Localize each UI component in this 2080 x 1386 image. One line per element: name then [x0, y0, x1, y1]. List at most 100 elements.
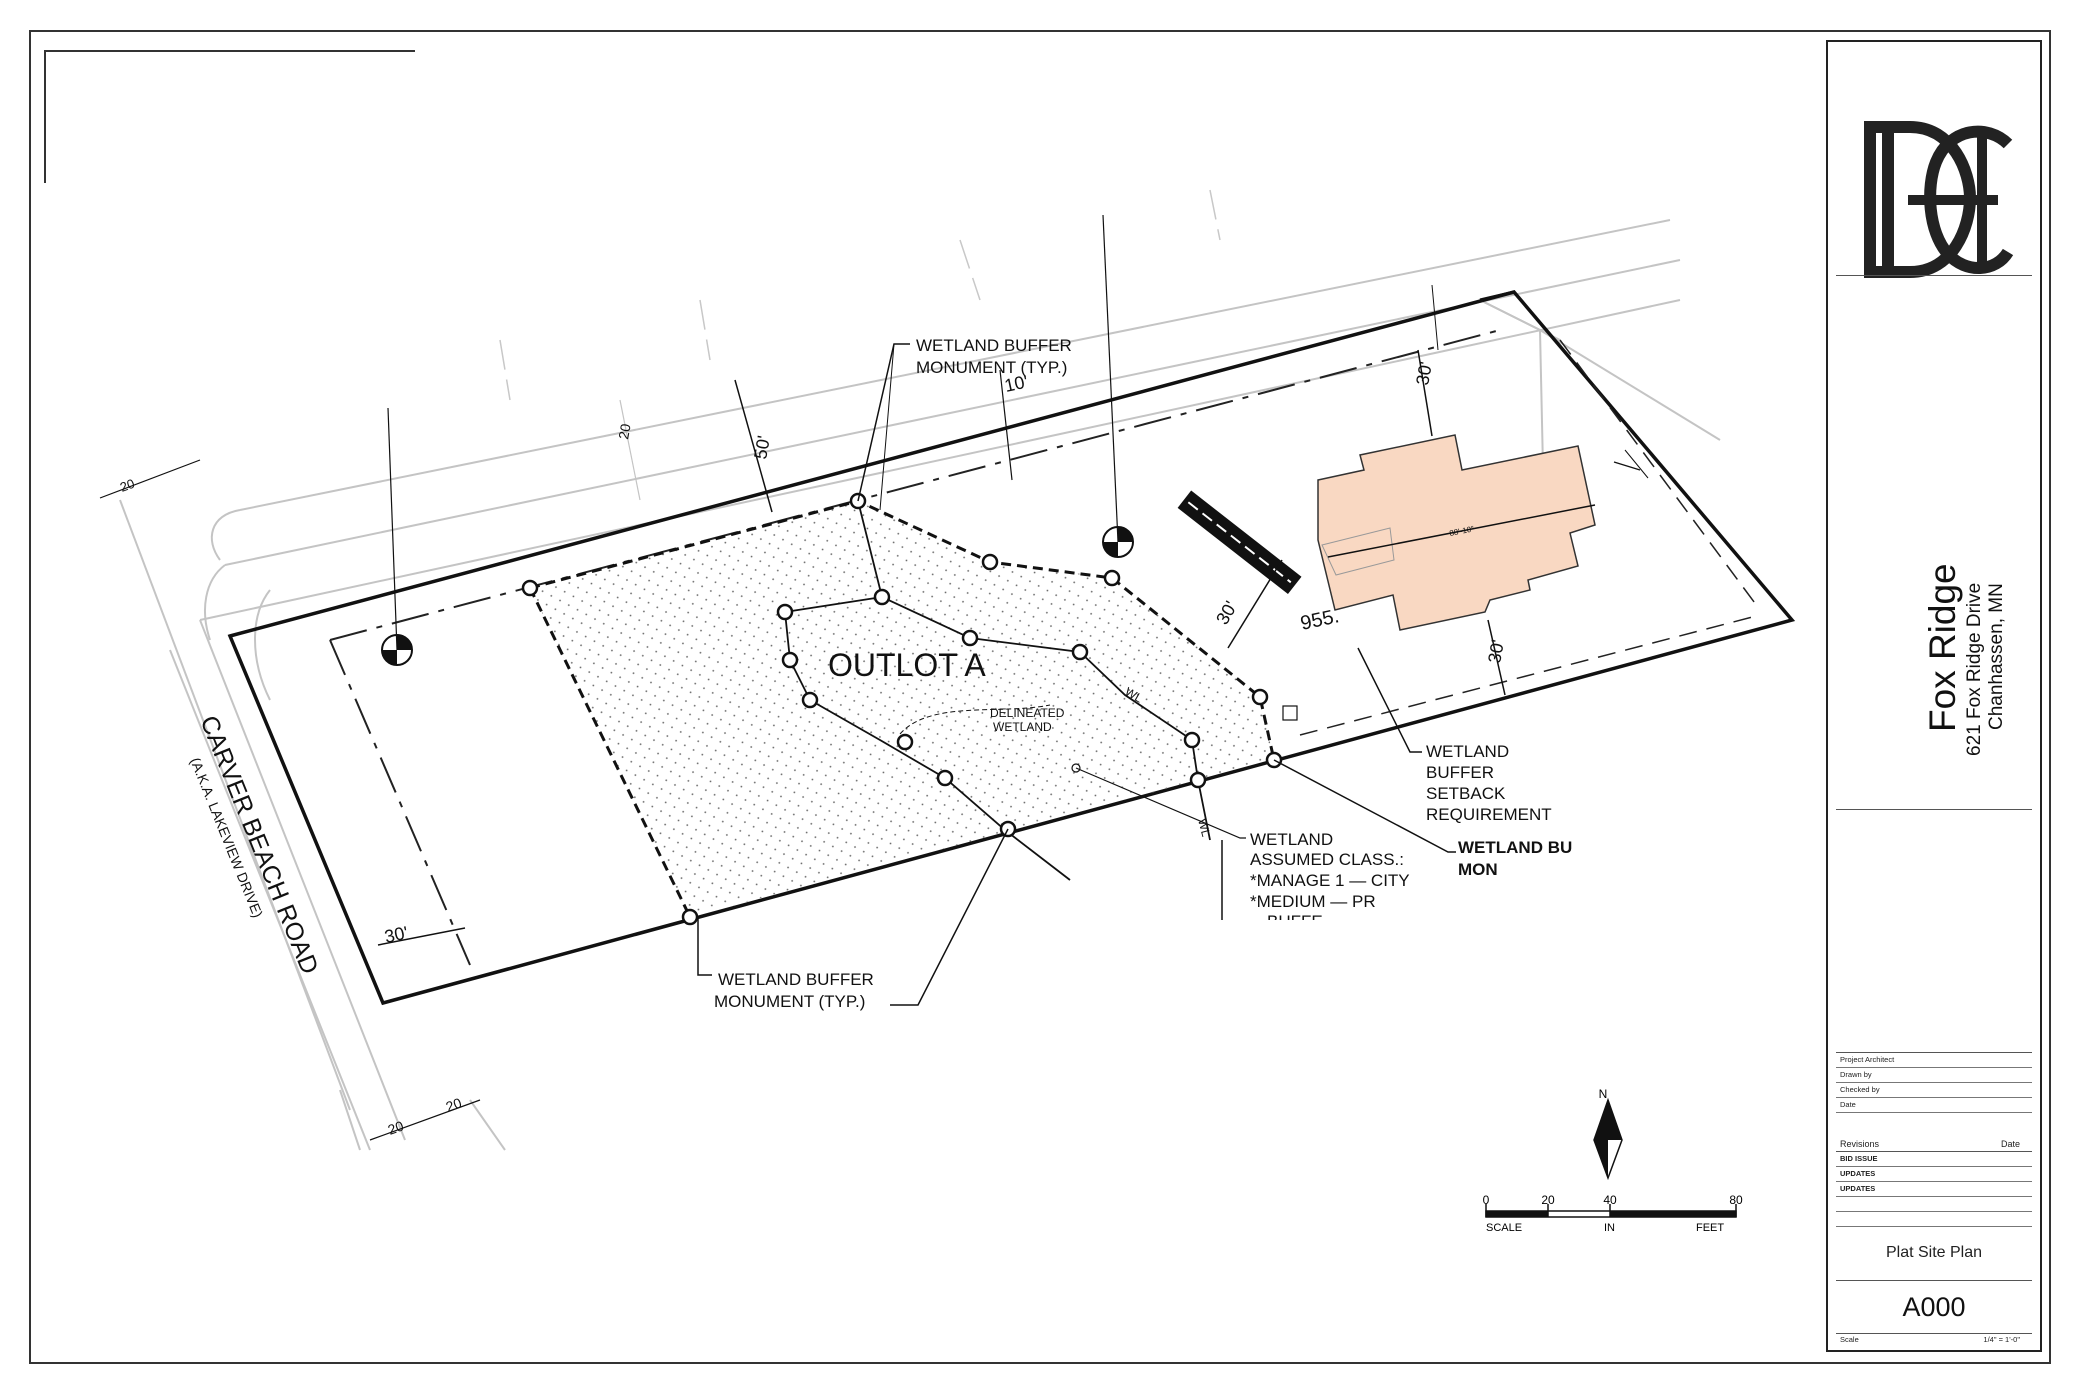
- scale-label-in: IN: [1604, 1222, 1615, 1234]
- wetland-line-tag-2: WL: [1195, 817, 1213, 838]
- info-row-architect: Project Architect: [1836, 1052, 2032, 1068]
- monument-callout-bottom-2: MONUMENT (TYP.): [714, 992, 865, 1011]
- front-setback-label-50: 50': [750, 434, 774, 461]
- house-setback-label-bottom: 30': [1484, 638, 1508, 665]
- wetland-point: [801, 691, 819, 709]
- wetland-point: [936, 769, 954, 787]
- wetland-point: [1189, 771, 1207, 789]
- scale-tick-0: 0: [1483, 1193, 1490, 1207]
- driveway-marker: [1177, 490, 1302, 595]
- scale-row-value: 1/4" = 1'-0": [1983, 1335, 2020, 1344]
- house-outline-inner: [1321, 527, 1395, 576]
- revisions-date-label: Date: [2000, 1139, 2020, 1149]
- revisions-header: Revisions Date: [1836, 1137, 2032, 1152]
- monument-callout-leader-bottom: [697, 917, 712, 976]
- wetland-point: [781, 651, 799, 669]
- partial-callout-leader: [1273, 759, 1456, 853]
- sheet-border: [29, 30, 2051, 1364]
- benchmark-symbol: [381, 407, 413, 666]
- road-width-label-bottom-a: 20: [386, 1117, 406, 1137]
- north-arrow: N: [1593, 1087, 1623, 1181]
- scale-row: Scale 1/4" = 1'-0": [1836, 1333, 2032, 1346]
- street-dim-20: 20: [615, 422, 633, 440]
- scale-row-label: Scale: [1840, 1335, 1859, 1344]
- partial-callout-1: WETLAND BU: [1458, 838, 1572, 857]
- wetland-buffer-area: [530, 501, 1274, 917]
- delineated-wetland-label: DELINEATED: [990, 706, 1065, 720]
- north-arrow-label: N: [1599, 1087, 1608, 1101]
- revisions-table: Revisions Date BID ISSUE UPDATES UPDATES: [1836, 1137, 2032, 1227]
- scale-tick-20: 20: [1541, 1193, 1555, 1207]
- house-setback-dim-side: [1613, 461, 1641, 471]
- house-setback-dim-bottom: [1487, 619, 1506, 696]
- firm-logo: [1864, 121, 2014, 278]
- house-length-dim: [1327, 504, 1596, 558]
- info-row-date: Date: [1836, 1098, 2032, 1113]
- road-width-dim-bottom: [369, 1099, 481, 1141]
- info-row-checked: Checked by: [1836, 1083, 2032, 1098]
- setback-callout-1: WETLAND: [1426, 742, 1509, 761]
- dim-tick: [1624, 449, 1649, 479]
- lot-setback-dim: [1227, 559, 1283, 649]
- road-width-label-top: 20: [118, 476, 137, 495]
- assumed-class-leader: [1075, 767, 1246, 839]
- elevation-label: 955.: [1298, 605, 1341, 635]
- side-setback-line: [1559, 339, 1761, 611]
- road-width-dim-top: [99, 459, 201, 499]
- front-setback-label-10: 10': [1003, 371, 1030, 395]
- info-rows: Project Architect Drawn by Checked by Da…: [1836, 1052, 2032, 1113]
- dim-extension: [1431, 284, 1439, 351]
- lot-setback-label: 30': [1212, 598, 1241, 628]
- revision-row: UPDATES: [1836, 1182, 2032, 1197]
- front-setback-dim-10: [999, 369, 1013, 481]
- scale-label: SCALE: [1486, 1222, 1522, 1234]
- corner-mark: [44, 50, 415, 183]
- sheet-number: A000: [1902, 1292, 1966, 1322]
- revision-row: BID ISSUE: [1836, 1152, 2032, 1167]
- revision-row: UPDATES: [1836, 1167, 2032, 1182]
- delineated-wetland-leader: [899, 704, 1051, 735]
- partial-callout-2: MON: [1458, 860, 1498, 879]
- monument-marker: [1251, 688, 1269, 706]
- road-setback-dim: [377, 927, 466, 946]
- monument-callout-leader-bottom-2: [890, 828, 1009, 1006]
- delineated-wetland-label-2: WETLAND: [993, 720, 1052, 734]
- revisions-label: Revisions: [1840, 1139, 1880, 1149]
- road-setback-line: [329, 639, 471, 966]
- setback-callout-leader: [1357, 647, 1422, 753]
- outlot-label: OUTLOT A: [828, 647, 986, 683]
- monument-marker: [521, 579, 539, 597]
- rear-setback-line: [1299, 614, 1761, 736]
- assumed-class-4: *MEDIUM — PR: [1250, 892, 1376, 911]
- assumed-class-3: *MANAGE 1 — CITY: [1250, 871, 1410, 890]
- wetland-point: [961, 629, 979, 647]
- monument-callout-bottom-1: WETLAND BUFFER: [718, 970, 874, 989]
- wetland-buffer-boundary: [529, 499, 1276, 761]
- monument-callout-top-2: MONUMENT (TYP.): [916, 358, 1067, 377]
- scale-label-feet: FEET: [1696, 1222, 1724, 1234]
- monument-callout-top-1: WETLAND BUFFER: [916, 336, 1072, 355]
- sign-symbol: [1282, 705, 1298, 721]
- setback-callout-4: REQUIREMENT: [1426, 805, 1552, 824]
- road-name-label: CARVER BEACH ROAD: [194, 712, 323, 978]
- street-dim-lines: [499, 189, 1221, 401]
- wetland-point: [776, 603, 794, 621]
- wetland-point: [873, 588, 891, 606]
- setback-callout-2: BUFFER: [1426, 763, 1494, 782]
- site-plan-drawing: 88'-10" 30' 30' 30' 955. 50' 10' 20 30' …: [99, 189, 1796, 1151]
- wetland-point: [896, 733, 914, 751]
- front-extension-top: [1479, 290, 1515, 302]
- road-width-label-bottom-b: 20: [444, 1094, 464, 1114]
- assumed-class-1: WETLAND: [1250, 830, 1333, 849]
- sheet-name: Plat Site Plan: [1885, 1244, 1983, 1261]
- project-name: Fox Ridge: [1922, 563, 1963, 732]
- project-address-line1: 621 Fox Ridge Drive: [1964, 582, 1985, 756]
- house-setback-dim-top: [1417, 349, 1433, 437]
- revision-row-empty: [1836, 1197, 2032, 1212]
- dim-extension: [619, 399, 641, 501]
- monument-marker: [681, 908, 699, 926]
- right-extension: [1788, 616, 1794, 622]
- scale-tick-80: 80: [1729, 1193, 1743, 1207]
- assumed-class-2: ASSUMED CLASS.:: [1250, 850, 1404, 869]
- wetland-point: [1183, 731, 1201, 749]
